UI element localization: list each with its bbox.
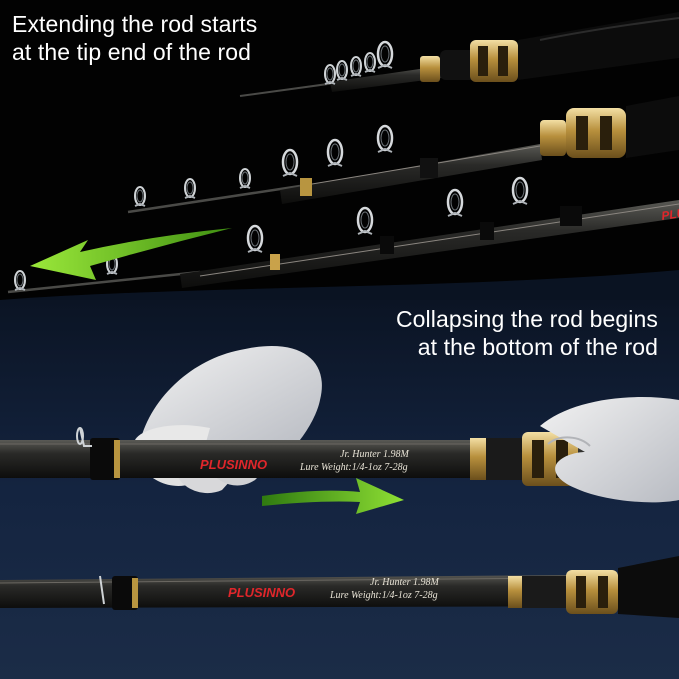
left-arrow-icon xyxy=(30,228,232,280)
extend-caption-line1: Extending the rod starts xyxy=(12,11,258,37)
collapse-caption-line2: at the bottom of the rod xyxy=(417,334,658,360)
collapse-caption: Collapsing the rod begins at the bottom … xyxy=(340,305,658,361)
extend-caption: Extending the rod starts at the tip end … xyxy=(12,10,257,66)
rod-collapsing: PLUSINNO Jr. Hunter 1.98M Lure Weight:1/… xyxy=(0,427,679,486)
rod-extended-short xyxy=(239,12,679,97)
collapse-caption-line1: Collapsing the rod begins xyxy=(395,306,658,332)
extend-caption-line2: at the tip end of the rod xyxy=(12,39,252,65)
rod-brand-label: PLUSINNO xyxy=(200,457,267,472)
rod-extended-medium xyxy=(127,96,679,214)
rod-brand-label-2: PLUSINNO xyxy=(228,585,295,600)
rod-brand-partial: PLU xyxy=(660,206,679,223)
rod-model-label-2: Jr. Hunter 1.98M xyxy=(370,577,440,588)
bottom-background xyxy=(0,300,679,679)
rod-lure-weight-label: Lure Weight:1/4-1oz 7-28g xyxy=(299,462,408,473)
right-hand xyxy=(540,397,679,503)
rod-lure-weight-label-2: Lure Weight:1/4-1oz 7-28g xyxy=(329,590,438,601)
right-arrow-icon xyxy=(262,478,404,514)
rod-extended-long: PLU xyxy=(7,176,679,294)
rod-model-label: Jr. Hunter 1.98M xyxy=(340,449,410,460)
rod-collapsed: PLUSINNO Jr. Hunter 1.98M Lure Weight:1/… xyxy=(0,556,679,618)
